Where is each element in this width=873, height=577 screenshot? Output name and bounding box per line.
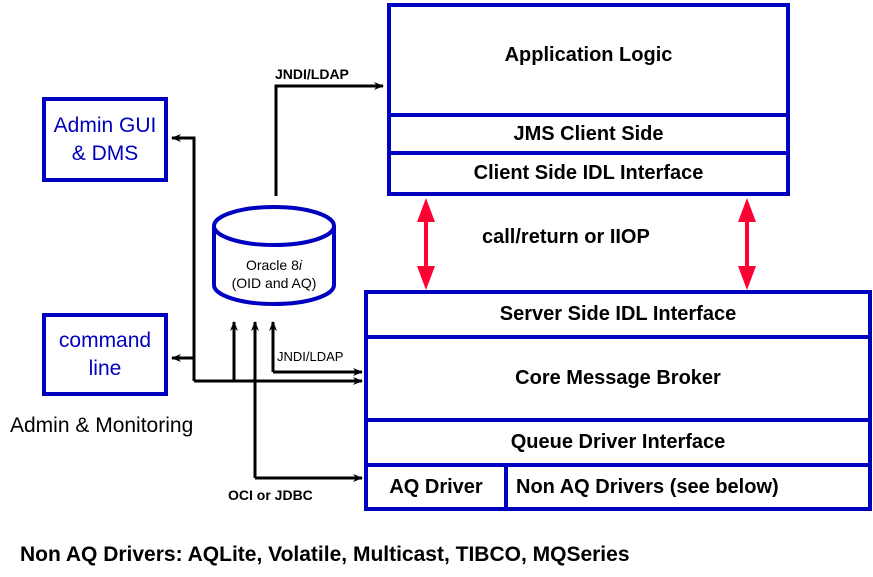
application-logic-label: Application Logic: [504, 43, 673, 66]
red-double-arrow-left: [417, 198, 435, 290]
server-idl-label: Server Side IDL Interface: [499, 303, 737, 325]
database-line2: (OID and AQ): [231, 275, 317, 291]
admin-gui-line1: Admin GUI: [53, 113, 157, 137]
admin-monitoring-caption: Admin & Monitoring: [10, 414, 194, 437]
database-cylinder-icon: [212, 205, 336, 306]
admin-gui-connector: [171, 134, 196, 381]
command-line-line1: command: [58, 328, 152, 352]
admin-gui-line2: & DMS: [71, 141, 139, 165]
aq-driver-label: AQ Driver: [389, 475, 483, 498]
server-idl-layer: Server Side IDL Interface: [368, 294, 868, 335]
aq-driver-cell: AQ Driver: [368, 467, 508, 507]
jndi-top-label: JNDI/LDAP: [275, 66, 349, 82]
database-line1: Oracle 8i: [245, 257, 303, 273]
jms-client-side-label: JMS Client Side: [513, 122, 664, 145]
non-aq-drivers-label: Non AQ Drivers (see below): [516, 475, 779, 498]
drivers-layer: AQ Driver Non AQ Drivers (see below): [368, 463, 868, 507]
server-stack: Server Side IDL Interface Core Message B…: [364, 290, 872, 511]
client-stack: Application Logic JMS Client Side Client…: [387, 3, 790, 196]
oci-jdbc-label: OCI or JDBC: [228, 487, 313, 503]
core-broker-label: Core Message Broker: [515, 367, 721, 389]
application-logic-layer: Application Logic: [391, 7, 786, 113]
jndi-top-connector: [274, 82, 384, 196]
admin-gui-box: Admin GUI & DMS: [42, 97, 168, 182]
jms-client-side-layer: JMS Client Side: [391, 113, 786, 151]
call-return-label: call/return or IIOP: [482, 226, 650, 248]
client-idl-label: Client Side IDL Interface: [473, 162, 704, 184]
non-aq-drivers-cell: Non AQ Drivers (see below): [508, 467, 868, 507]
red-double-arrow-right: [738, 198, 756, 290]
command-line-box: command line: [42, 313, 168, 396]
core-broker-layer: Core Message Broker: [368, 335, 868, 418]
queue-driver-interface-layer: Queue Driver Interface: [368, 418, 868, 463]
footnote: Non AQ Drivers: AQLite, Volatile, Multic…: [20, 543, 630, 566]
jndi-bottom-label: JNDI/LDAP: [277, 349, 344, 364]
database-label: Oracle 8i (OID and AQ): [214, 256, 334, 292]
command-line-line2: line: [88, 356, 122, 380]
queue-driver-interface-label: Queue Driver Interface: [510, 431, 726, 453]
client-idl-layer: Client Side IDL Interface: [391, 151, 786, 192]
